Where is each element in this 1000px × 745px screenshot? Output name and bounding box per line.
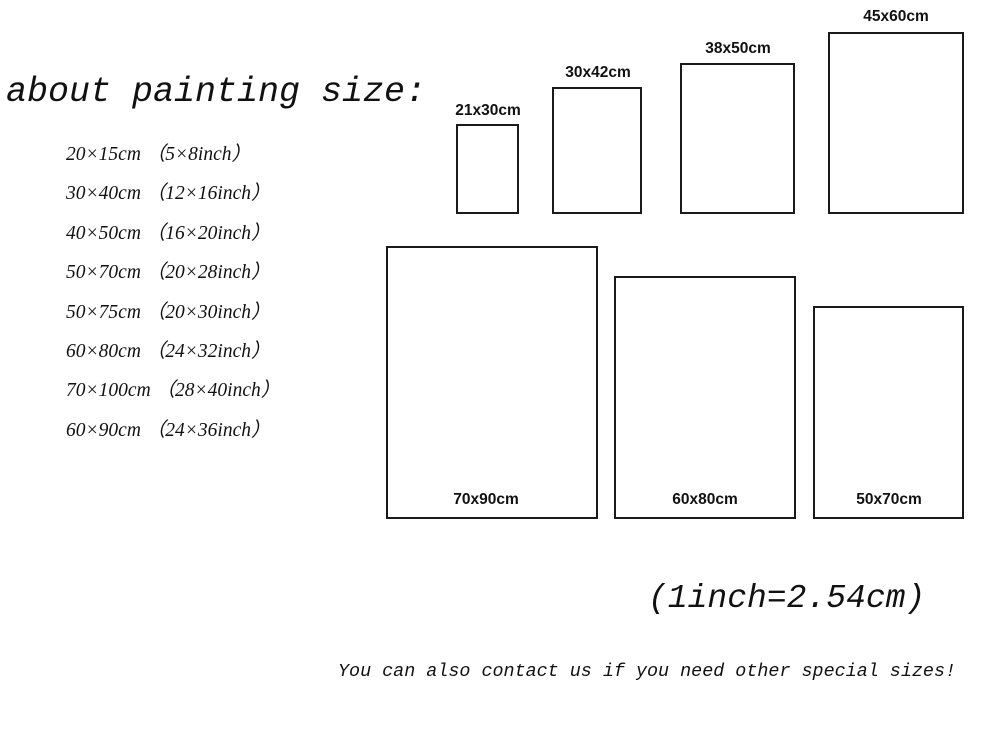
frame-label-21x30: 21x30cm [455, 102, 521, 119]
size-list-item: 70×100cm （28×40inch） [66, 380, 281, 402]
frame-50x70 [813, 306, 964, 519]
frame-label-38x50: 38x50cm [705, 40, 771, 57]
size-list-item: 40×50cm （16×20inch） [66, 222, 271, 244]
frame-label-70x90: 70x90cm [453, 491, 519, 508]
frame-label-30x42: 30x42cm [565, 64, 631, 81]
frame-60x80 [614, 276, 796, 519]
conversion-note: (1inch=2.54cm) [648, 580, 926, 617]
page-title: about painting size: [6, 72, 427, 112]
frame-45x60 [828, 32, 964, 214]
frame-21x30 [456, 124, 519, 214]
frame-label-60x80: 60x80cm [672, 491, 738, 508]
frame-38x50 [680, 63, 795, 214]
size-list-item: 60×90cm （24×36inch） [66, 419, 271, 441]
contact-note: You can also contact us if you need othe… [338, 661, 957, 682]
size-list-item: 60×80cm （24×32inch） [66, 340, 271, 362]
size-list-item: 50×75cm （20×30inch） [66, 301, 271, 323]
frame-label-45x60: 45x60cm [863, 8, 929, 25]
frame-30x42 [552, 87, 642, 214]
frame-label-50x70: 50x70cm [856, 491, 922, 508]
size-list-item: 30×40cm （12×16inch） [66, 183, 271, 205]
size-list: 20×15cm （5×8inch） 30×40cm （12×16inch） 40… [66, 142, 280, 457]
size-list-item: 50×70cm （20×28inch） [66, 262, 271, 284]
frame-70x90 [386, 246, 598, 519]
size-list-item: 20×15cm （5×8inch） [66, 144, 252, 165]
